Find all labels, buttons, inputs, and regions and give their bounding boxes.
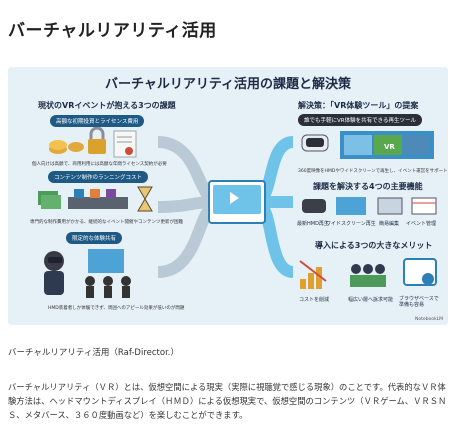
- center-monitor-icon: [208, 180, 266, 224]
- solution-pill: 誰でも手軽にVR体験を共有できる再生ツール: [298, 114, 422, 126]
- feature-label: ワイドスクリーン再生: [326, 221, 376, 227]
- watermark: NotebookLM: [414, 317, 443, 322]
- merit-label: 幅広い層へ訴求可能: [348, 297, 394, 303]
- body-paragraph: バーチャルリアリティ（ＶＲ）とは、仮想空間による現実（実際に視聴覚で感じる現象）…: [8, 382, 447, 420]
- solution-heading: 解決策：「VR体験ツール」の提案: [298, 101, 419, 110]
- image-caption: バーチャルリアリティ活用（Raf-Director.）: [8, 348, 179, 358]
- issue-label: 高額な初期投資とライセンス費用: [50, 115, 145, 127]
- issue-label: 限定的な体験共有: [66, 232, 123, 244]
- features-heading: 課題を解決する4つの主要機能: [313, 182, 423, 191]
- page-title: バーチャルリアリティ活用: [8, 21, 217, 41]
- feature-label: 簡易編集: [379, 221, 400, 227]
- merit-label: ブラウザベースで準備も容易: [399, 296, 439, 308]
- issues-heading: 現状のVRイベントが抱える3つの課題: [38, 101, 176, 110]
- issue-caption: 専門的な制作費用がかかる、継続的なイベント開催やコンテンツ更新が困難: [30, 220, 183, 225]
- issue-caption: HMD装着者しか体験できず、周囲へのアピール効果が低いのが問題: [48, 306, 185, 311]
- feature-icons: [302, 197, 437, 215]
- money-lock-icon: [49, 127, 137, 158]
- merit-icons: [299, 258, 437, 289]
- production-cost-icon: [38, 186, 153, 212]
- solution-caption: 360度映像をHMDやワイドスクリーンで再生し、イベント運営をサポート: [298, 169, 448, 174]
- screen-sign: VR: [384, 143, 395, 151]
- infographic-title: バーチャルリアリティ活用の課題と解決策: [104, 77, 352, 92]
- feature-label: イベント管理: [406, 221, 437, 227]
- merits-heading: 導入による3つの大きなメリット: [315, 241, 433, 250]
- feature-label: 最新HMD再生: [297, 221, 329, 227]
- merit-label: コストを削減: [299, 297, 330, 303]
- vr-headset-screen-icon: VR: [301, 131, 434, 159]
- play-icon: [230, 192, 239, 204]
- infographic-image: バーチャルリアリティ活用の課題と解決策 現状のVRイベントが抱える3つの課題 高…: [8, 67, 448, 325]
- people-vr-icon: [44, 249, 131, 298]
- issue-caption: 個人向けは高額で、商用利用には高額な年間ライセンス契約が必要: [32, 162, 167, 167]
- issue-label: コンテンツ制作のランニングコスト: [48, 171, 149, 183]
